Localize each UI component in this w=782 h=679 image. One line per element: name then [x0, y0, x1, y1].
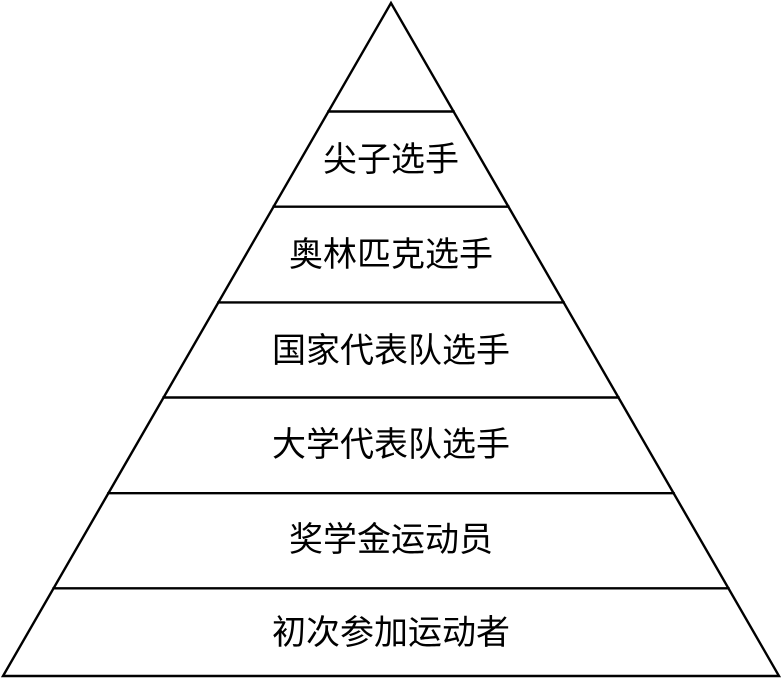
- tier-label-5: 大学代表队选手: [272, 425, 510, 465]
- tier-label-6: 奖学金运动员: [289, 520, 493, 560]
- tier-label-2: 尖子选手: [323, 140, 459, 180]
- tier-label-7: 初次参加运动者: [272, 613, 510, 653]
- tier-label-4: 国家代表队选手: [272, 331, 510, 371]
- tier-label-3: 奥林匹克选手: [289, 235, 493, 275]
